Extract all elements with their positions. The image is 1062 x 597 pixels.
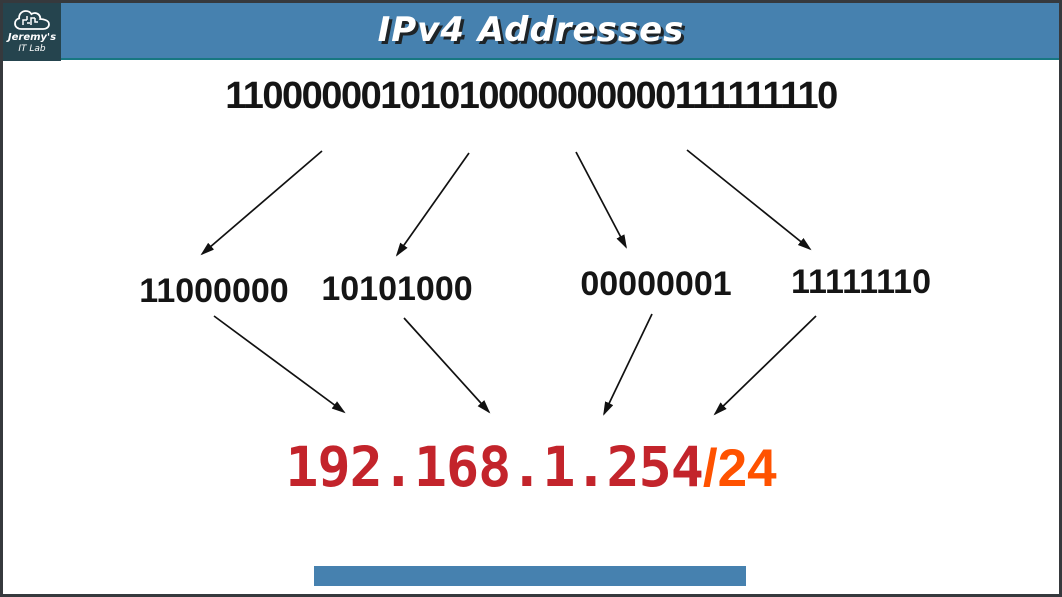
channel-logo: Jeremy's IT Lab — [3, 3, 61, 61]
octet-1-binary: 11000000 — [139, 272, 289, 310]
arrow-bits-to-octet1 — [200, 150, 323, 256]
page-title: IPv4 Addresses — [377, 10, 685, 50]
ip-prefix-length: /24 — [702, 439, 777, 498]
binary-string-32bit: 11000000101010000000000111111110 — [225, 75, 838, 117]
arrow-bits-to-octet3 — [575, 151, 627, 249]
arrow-bits-to-octet4 — [686, 149, 812, 251]
octet-2-binary: 10101000 — [321, 270, 473, 308]
arrow-octet2-to-ip — [403, 317, 491, 414]
ip-address-row: 192.168.1.254/24 — [3, 435, 1059, 499]
arrow-octet3-to-ip — [603, 313, 653, 416]
header-bar — [3, 3, 1059, 60]
arrow-bits-to-octet2 — [395, 152, 470, 257]
arrow-octet4-to-ip — [713, 315, 817, 416]
octet-3-binary: 00000001 — [580, 265, 732, 303]
cloud-circuit-icon — [3, 8, 61, 32]
octet-4-binary: 11111110 — [790, 263, 932, 301]
ip-address: 192.168.1.254 — [285, 435, 703, 499]
logo-text-line2: IT Lab — [18, 44, 46, 54]
logo-text-line1: Jeremy's — [7, 32, 57, 43]
arrow-octet1-to-ip — [213, 315, 346, 414]
slide-progress-bar — [314, 566, 746, 586]
